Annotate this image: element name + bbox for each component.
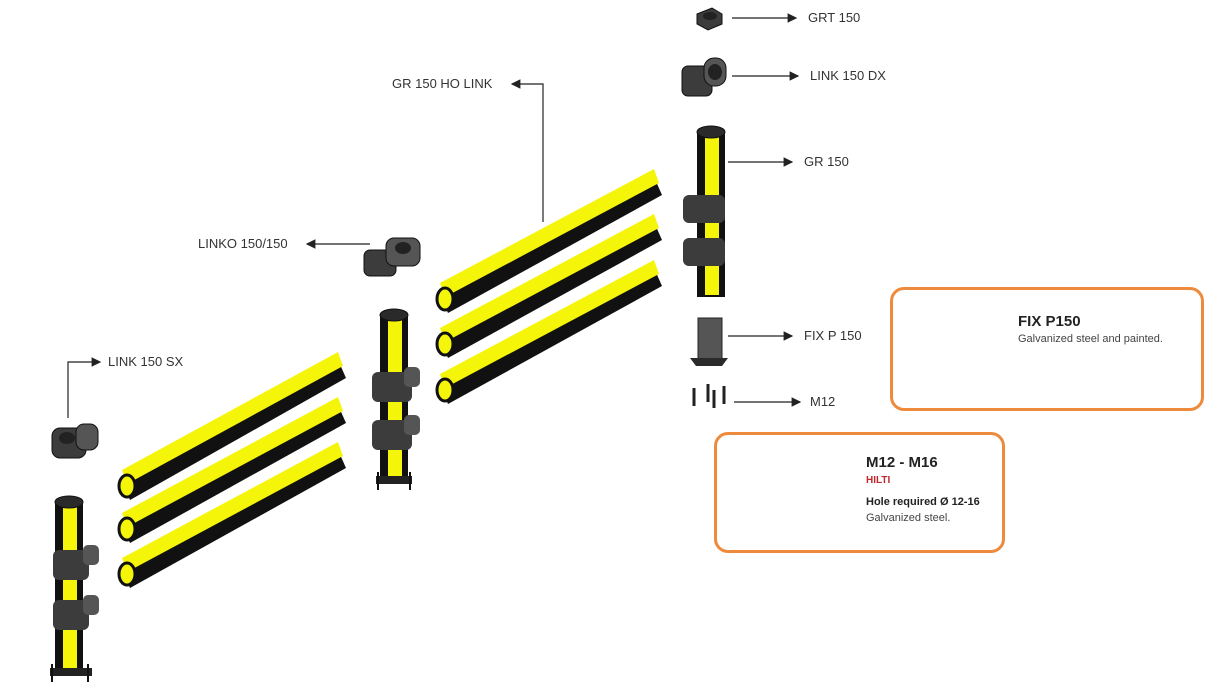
anchor-card (714, 432, 1005, 553)
anchor-card-title: M12 - M16 (866, 454, 938, 471)
label-m12: M12 (810, 394, 836, 409)
m12-bolts (692, 384, 726, 408)
grt150-cap (696, 7, 723, 31)
link150dx-part (681, 57, 727, 97)
label-link150sx: LINK 150 SX (108, 354, 184, 369)
rail-group-left (117, 352, 346, 588)
rail-left-2 (117, 397, 346, 543)
fix-card-title: FIX P150 (1018, 313, 1081, 330)
post-left (50, 495, 99, 682)
rail-left-3 (117, 442, 346, 588)
anchor-card-brand: HILTI (866, 475, 891, 486)
label-gr150holink: GR 150 HO LINK (392, 76, 493, 91)
rail-mid-2 (435, 214, 662, 358)
post-middle (372, 308, 420, 490)
rail-group-middle (435, 169, 662, 404)
anchor-card-requirement: Hole required Ø 12-16 (866, 496, 980, 508)
rail-left-1 (117, 352, 346, 500)
leader-lines (67, 13, 802, 418)
label-link150dx: LINK 150 DX (810, 68, 886, 83)
fix-card-description: Galvanized steel and painted. (1018, 333, 1163, 345)
rail-mid-3 (435, 260, 662, 404)
label-linko: LINKO 150/150 (198, 236, 288, 251)
anchor-card-description: Galvanized steel. (866, 512, 951, 524)
label-gr150: GR 150 (804, 154, 849, 169)
fixp150-base (690, 317, 728, 366)
label-fixp150: FIX P 150 (804, 328, 862, 343)
post-right (683, 125, 726, 297)
linko-part (363, 237, 421, 277)
label-grt150: GRT 150 (808, 10, 861, 25)
link150sx-part (51, 423, 99, 459)
rail-mid-1 (435, 169, 662, 313)
fix-p150-card (890, 287, 1204, 411)
